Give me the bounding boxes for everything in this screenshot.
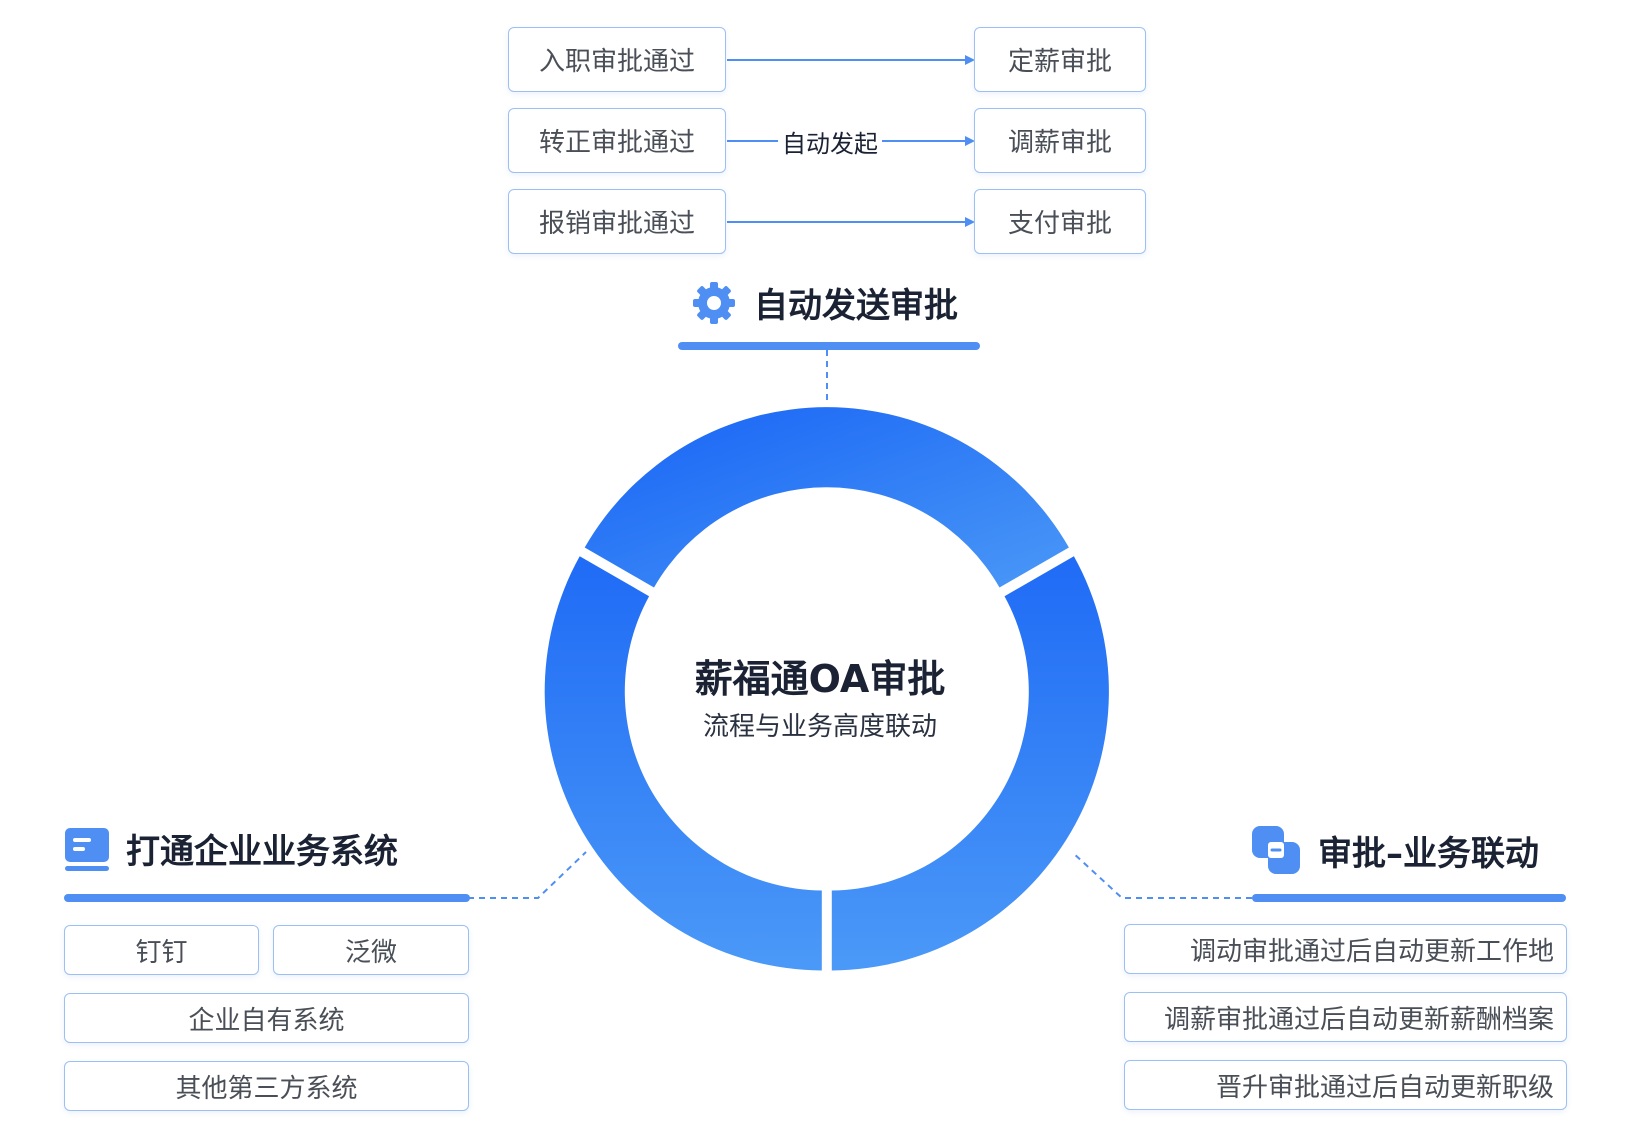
- ring-segment-left: [544, 556, 822, 971]
- trigger-box-onboarding: 入职审批通过: [508, 27, 726, 92]
- right-heading: 审批–业务联动: [1250, 824, 1539, 876]
- ring-segment-top: [584, 407, 1069, 588]
- system-item-third-party: 其他第三方系统: [64, 1061, 469, 1111]
- right-dashed-connector: [1071, 851, 1252, 899]
- target-box-salary-setting: 定薪审批: [974, 27, 1146, 92]
- left-heading-label: 打通企业业务系统: [126, 832, 398, 872]
- system-item-own-system: 企业自有系统: [64, 993, 469, 1043]
- right-heading-label: 审批–业务联动: [1318, 833, 1539, 874]
- target-box-payment: 支付审批: [974, 189, 1146, 254]
- top-heading-bar: [678, 342, 980, 350]
- linkage-item-promotion: 晋升审批通过后自动更新职级: [1124, 1060, 1567, 1110]
- left-heading-bar: [64, 894, 470, 902]
- system-item-weaver: 泛微: [273, 925, 469, 975]
- left-dashed-connector: [468, 851, 587, 899]
- link-icon: [1250, 824, 1302, 876]
- arrow-label: 自动发起: [778, 124, 882, 159]
- center-subtitle: 流程与业务高度联动: [702, 712, 937, 742]
- trigger-box-regularization: 转正审批通过: [508, 108, 726, 173]
- linkage-item-transfer: 调动审批通过后自动更新工作地: [1124, 924, 1567, 974]
- ring-segment-right: [831, 556, 1109, 971]
- system-item-dingtalk: 钉钉: [64, 925, 259, 975]
- linkage-item-salary-adjustment: 调薪审批通过后自动更新薪酬档案: [1124, 992, 1567, 1042]
- trigger-box-reimbursement: 报销审批通过: [508, 189, 726, 254]
- top-heading: 自动发送审批: [690, 278, 958, 327]
- left-heading: 打通企业业务系统: [64, 824, 398, 873]
- document-icon: [64, 826, 110, 872]
- gear-icon: [690, 279, 738, 327]
- center-title: 薪福通OA审批: [694, 657, 946, 701]
- top-heading-label: 自动发送审批: [754, 286, 958, 326]
- right-heading-bar: [1252, 894, 1566, 902]
- target-box-salary-adjustment: 调薪审批: [974, 108, 1146, 173]
